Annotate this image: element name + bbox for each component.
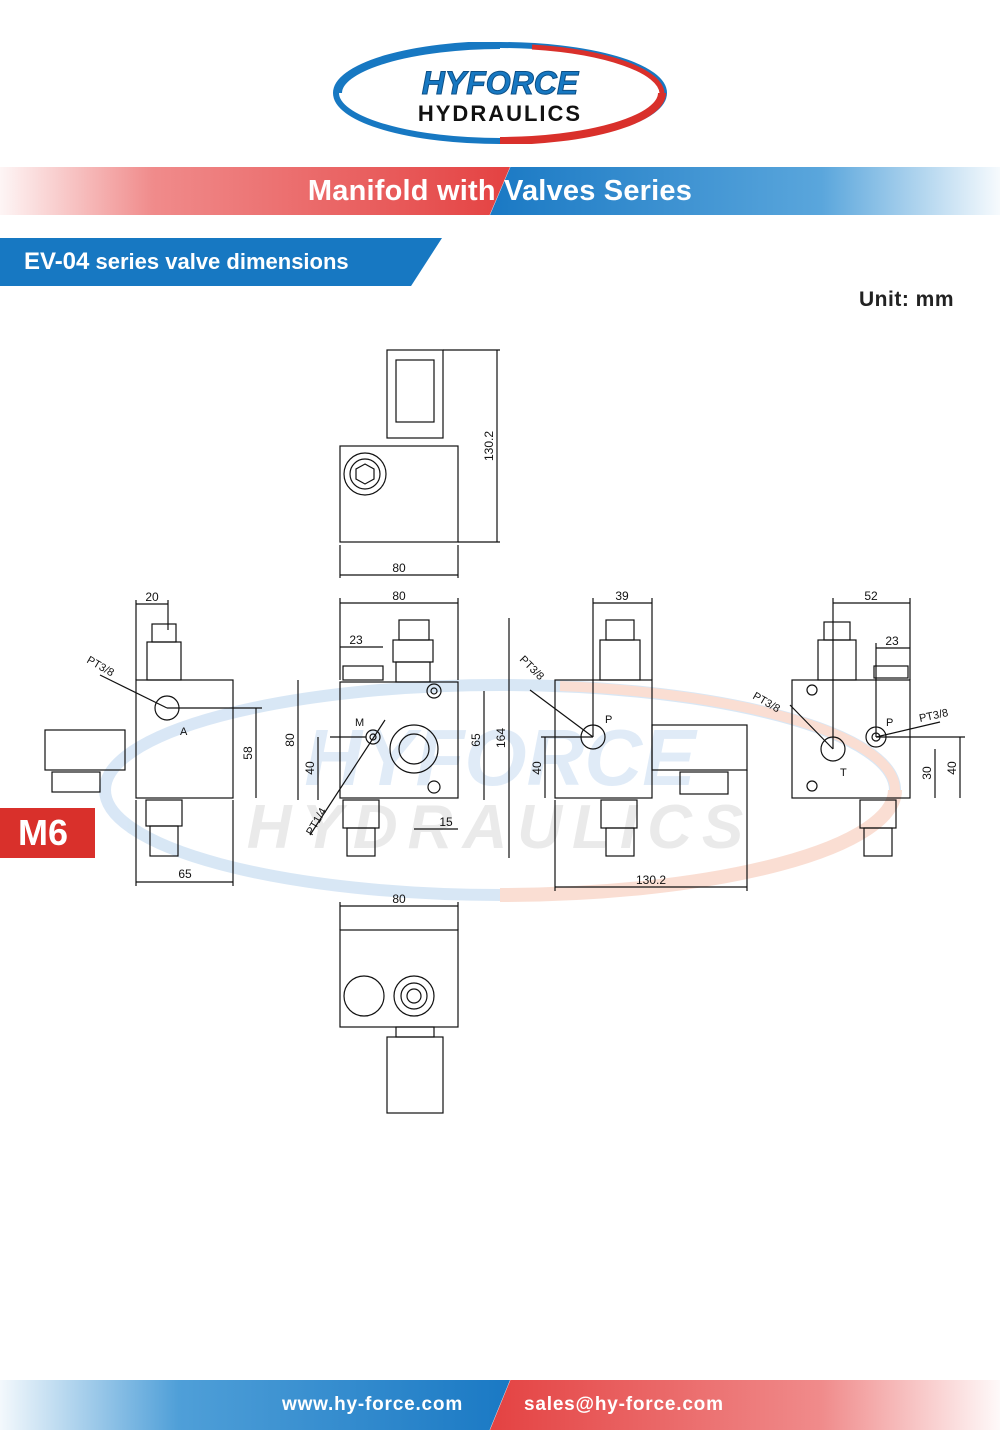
top-view — [339, 349, 500, 578]
banner-blue-band — [490, 167, 1000, 215]
email-link[interactable]: sales@hy-force.com — [524, 1394, 724, 1415]
section-title-rest: series valve dimensions — [95, 249, 349, 274]
dim-front-23: 23 — [349, 633, 363, 647]
label-right-port: PT3/8 — [517, 654, 546, 683]
unit-label: Unit: mm — [859, 288, 954, 311]
front-view — [297, 598, 510, 858]
bottom-view — [339, 902, 459, 1114]
dim-left-65: 65 — [178, 867, 192, 881]
dim-left-58: 58 — [241, 746, 255, 760]
label-right-p: P — [605, 714, 612, 726]
dim-back-23: 23 — [885, 634, 899, 648]
dim-right-39: 39 — [615, 589, 629, 603]
hyforce-logo: HYFORCE HYDRAULICS — [333, 42, 667, 144]
dim-back-30: 30 — [920, 766, 934, 780]
watermark: HYFORCE HYDRAULICS — [99, 679, 902, 902]
label-back-p: P — [886, 717, 893, 729]
section-tab — [0, 238, 442, 286]
dim-left-20: 20 — [145, 590, 159, 604]
left-side-view — [44, 600, 262, 886]
logo-line1: HYFORCE — [422, 65, 580, 101]
footer-blue-band — [0, 1380, 510, 1430]
label-back-port-2: PT3/8 — [918, 707, 949, 725]
dim-right-40: 40 — [530, 761, 544, 775]
model-badge: M6 — [0, 808, 95, 858]
watermark-line1: HYFORCE — [304, 713, 698, 802]
label-left-a: A — [180, 726, 188, 738]
dim-back-40: 40 — [945, 761, 959, 775]
dim-front-15: 15 — [439, 815, 453, 829]
back-view — [789, 598, 965, 857]
section-title-model: EV-04 — [24, 248, 90, 275]
dim-bottom-80: 80 — [392, 892, 406, 906]
section-title: EV-04 series valve dimensions — [24, 238, 349, 286]
footer-bar: www.hy-force.com sales@hy-force.com — [0, 1380, 1000, 1430]
dim-front-65: 65 — [469, 733, 483, 747]
label-back-t: T — [840, 767, 847, 779]
banner-title: Manifold with Valves Series — [307, 175, 693, 207]
watermark-line2: HYDRAULICS — [247, 793, 753, 862]
website-link[interactable]: www.hy-force.com — [282, 1394, 464, 1415]
dim-front-164: 164 — [494, 728, 508, 748]
dim-top-height: 130.2 — [482, 431, 496, 461]
right-side-view — [529, 598, 748, 891]
dim-back-52: 52 — [864, 589, 878, 603]
dim-right-130-2: 130.2 — [636, 873, 666, 887]
logo-line2: HYDRAULICS — [418, 101, 582, 126]
label-front-m: M — [355, 717, 364, 729]
dim-front-40: 40 — [303, 761, 317, 775]
dim-front-width: 80 — [392, 589, 406, 603]
series-banner: Manifold with Valves Series — [0, 167, 1000, 215]
dim-top-width: 80 — [392, 561, 406, 575]
dim-front-80: 80 — [283, 733, 297, 747]
footer-red-band — [490, 1380, 1000, 1430]
banner-red-band — [0, 167, 510, 215]
